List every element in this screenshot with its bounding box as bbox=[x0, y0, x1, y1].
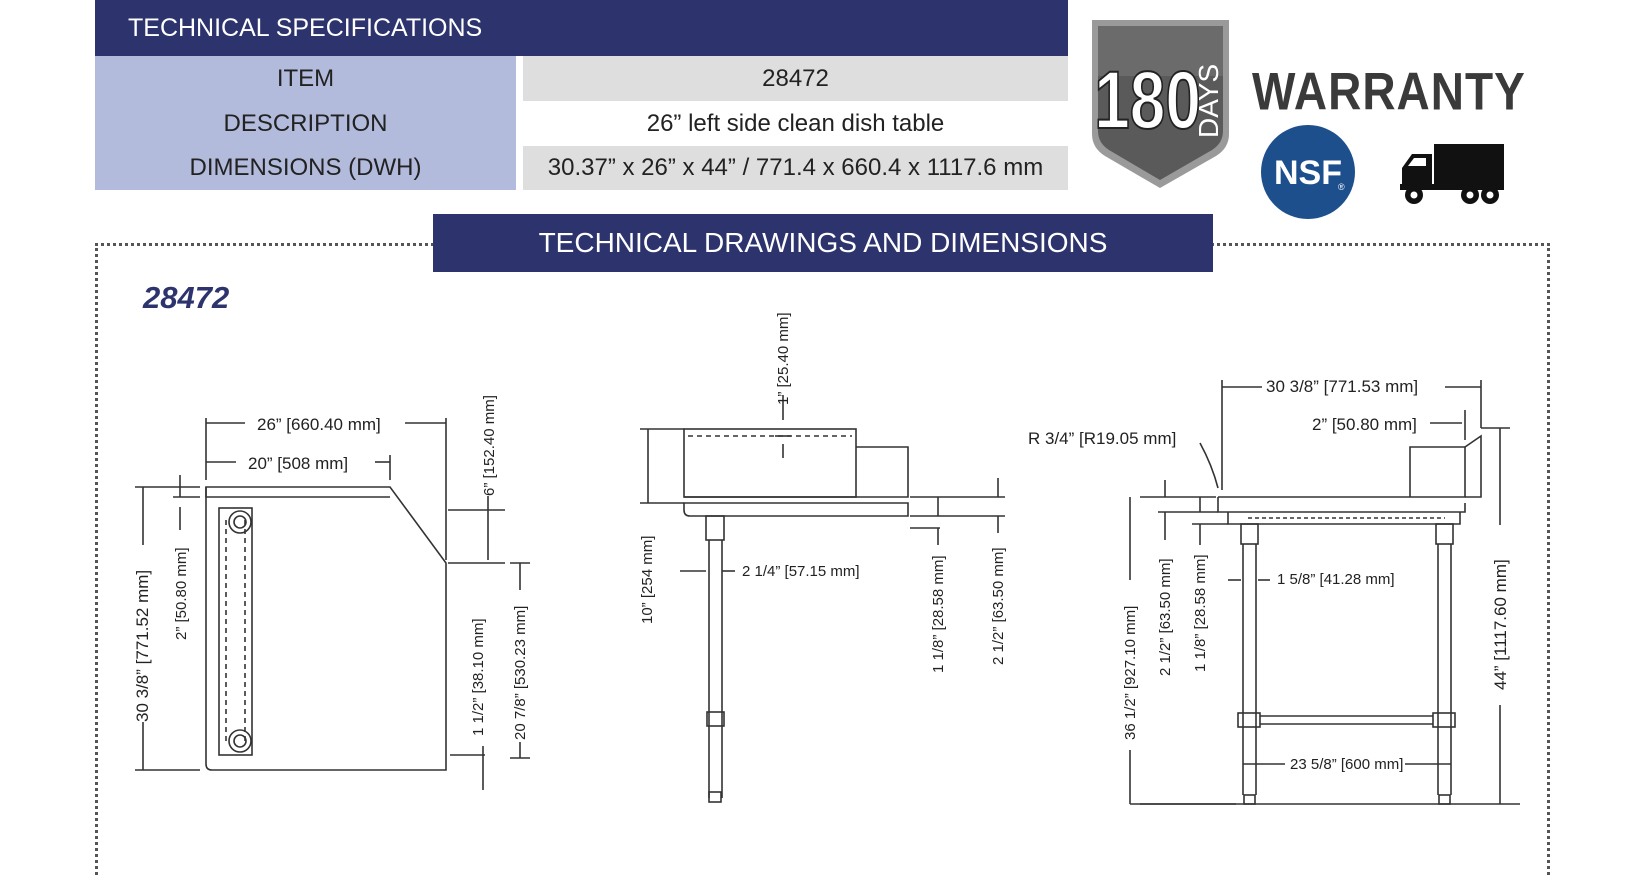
dim-front-height: 44” [1117.60 mm] bbox=[1491, 559, 1510, 690]
days-word: DAYS bbox=[1193, 64, 1224, 138]
dim-front-splash: 2” [50.80 mm] bbox=[1312, 415, 1417, 434]
dim-side-rim1: 1 1/8” [28.58 mm] bbox=[930, 555, 947, 673]
dim-front-leg: 1 5/8” [41.28 mm] bbox=[1277, 571, 1395, 588]
nsf-logo-icon: NSF ® bbox=[1261, 125, 1355, 219]
nsf-registered-mark: ® bbox=[1338, 182, 1345, 192]
dim-side-splash-height: 10” [254 mm] bbox=[639, 536, 656, 624]
dim-top-inner-width: 20” [508 mm] bbox=[248, 454, 348, 473]
dim-side-splash-thickness: 1” [25.40 mm] bbox=[775, 312, 792, 405]
top-view-drawing bbox=[135, 418, 530, 790]
dim-front-rim1: 1 1/8” [28.58 mm] bbox=[1192, 554, 1209, 672]
dim-top-rim: 1 1/2” [38.10 mm] bbox=[470, 618, 487, 736]
dim-side-rim2: 2 1/2” [63.50 mm] bbox=[990, 547, 1007, 665]
drawing-model-number: 28472 bbox=[143, 280, 230, 315]
dim-front-radius: R 3/4” [R19.05 mm] bbox=[1028, 429, 1176, 448]
warranty-shield-icon: 180 DAYS bbox=[1092, 20, 1229, 188]
truck-icon bbox=[1400, 144, 1504, 204]
dim-side-leg-offset: 2 1/4” [57.15 mm] bbox=[742, 563, 860, 580]
days-number: 180 bbox=[1094, 53, 1201, 146]
spec-value-dimensions: 30.37” x 26” x 44” / 771.4 x 660.4 x 111… bbox=[523, 146, 1068, 190]
dim-front-work-height: 36 1/2” [927.10 mm] bbox=[1122, 606, 1139, 740]
side-view-drawing bbox=[640, 395, 1005, 803]
spec-value-item: 28472 bbox=[523, 56, 1068, 101]
nsf-text: NSF bbox=[1274, 154, 1342, 192]
dim-top-edge: 2” [50.80 mm] bbox=[173, 547, 190, 640]
dim-top-depth2: 20 7/8” [530.23 mm] bbox=[512, 606, 529, 740]
spec-label-description: DESCRIPTION bbox=[95, 101, 516, 146]
dim-top-width: 26” [660.40 mm] bbox=[257, 415, 381, 434]
spec-label-item: ITEM bbox=[95, 56, 516, 101]
spec-value-description: 26” left side clean dish table bbox=[646, 110, 945, 137]
dim-top-splash: 6” [152.40 mm] bbox=[481, 395, 498, 496]
dim-front-rim2: 2 1/2” [63.50 mm] bbox=[1157, 558, 1174, 676]
drawings-title: TECHNICAL DRAWINGS AND DIMENSIONS bbox=[433, 214, 1213, 272]
spec-label-dimensions: DIMENSIONS (DWH) bbox=[95, 146, 516, 190]
dim-front-width: 30 3/8” [771.53 mm] bbox=[1266, 377, 1418, 396]
warranty-label: WARRANTY bbox=[1252, 61, 1526, 121]
dim-front-crossbar: 23 5/8” [600 mm] bbox=[1290, 756, 1403, 773]
spec-table-title: TECHNICAL SPECIFICATIONS bbox=[95, 0, 1068, 56]
front-view-drawing bbox=[1129, 380, 1520, 805]
dim-top-depth: 30 3/8” [771.52 mm] bbox=[133, 570, 152, 722]
